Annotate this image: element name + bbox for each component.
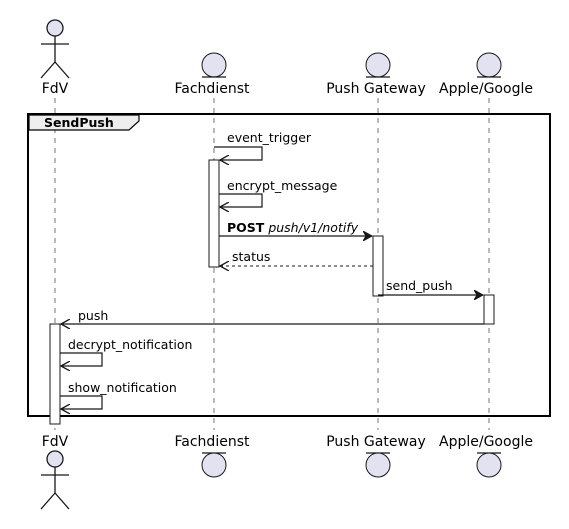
entity-icon bbox=[476, 452, 502, 478]
entity-icon bbox=[365, 452, 391, 478]
http-method: POST bbox=[227, 220, 265, 235]
entity-icon bbox=[201, 52, 227, 78]
participant-fdv-top: FdV bbox=[40, 19, 70, 97]
message-send-push: send_push bbox=[378, 278, 483, 295]
participant-fachdienst-top: Fachdienst bbox=[175, 52, 250, 97]
activation-fdv bbox=[49, 323, 61, 425]
participant-name: Fachdienst bbox=[175, 81, 250, 97]
frame-title: SendPush bbox=[44, 115, 114, 130]
participant-fachdienst-bottom: Fachdienst bbox=[175, 434, 250, 478]
activation-fachdienst bbox=[208, 159, 220, 268]
activation-push-gateway bbox=[372, 235, 384, 297]
entity-icon bbox=[201, 452, 227, 478]
participant-fdv-bottom: FdV bbox=[40, 434, 70, 510]
message-label: encrypt_message bbox=[227, 178, 338, 193]
participant-name: Apple/Google bbox=[439, 81, 533, 97]
message-label: show_notification bbox=[68, 380, 177, 395]
message-label: status bbox=[232, 249, 270, 264]
participant-name: Fachdienst bbox=[175, 434, 250, 450]
message-label: decrypt_notification bbox=[68, 337, 192, 352]
participant-name: FdV bbox=[42, 434, 69, 450]
participant-name: Push Gateway bbox=[326, 81, 426, 97]
frame-tab bbox=[28, 114, 140, 131]
participant-apple-google-bottom: Apple/Google bbox=[439, 434, 533, 478]
participant-push-gateway-top: Push Gateway bbox=[326, 52, 426, 97]
participant-name: FdV bbox=[42, 81, 69, 97]
participant-push-gateway-bottom: Push Gateway bbox=[326, 434, 426, 478]
http-path: push/v1/notify bbox=[267, 220, 358, 235]
message-label: push bbox=[78, 308, 108, 323]
entity-icon bbox=[476, 52, 502, 78]
message-encrypt-message: encrypt_message bbox=[219, 178, 338, 207]
frame-sendpush bbox=[27, 113, 551, 417]
message-show-notification: show_notification bbox=[60, 380, 177, 409]
participant-name: Push Gateway bbox=[326, 434, 426, 450]
actor-icon bbox=[40, 450, 70, 510]
message-post-notify: POST push/v1/notify bbox=[219, 220, 372, 236]
participant-apple-google-top: Apple/Google bbox=[439, 52, 533, 97]
message-decrypt-notification: decrypt_notification bbox=[60, 337, 192, 366]
message-event-trigger: event_trigger bbox=[214, 130, 312, 160]
message-status: status bbox=[220, 249, 373, 266]
message-push: push bbox=[61, 308, 484, 324]
actor-icon bbox=[40, 19, 70, 79]
participant-name: Apple/Google bbox=[439, 434, 533, 450]
message-label: POST push/v1/notify bbox=[227, 220, 359, 235]
message-label: event_trigger bbox=[227, 130, 312, 145]
message-label: send_push bbox=[386, 278, 453, 293]
activation-apple-google bbox=[483, 294, 495, 325]
entity-icon bbox=[365, 52, 391, 78]
